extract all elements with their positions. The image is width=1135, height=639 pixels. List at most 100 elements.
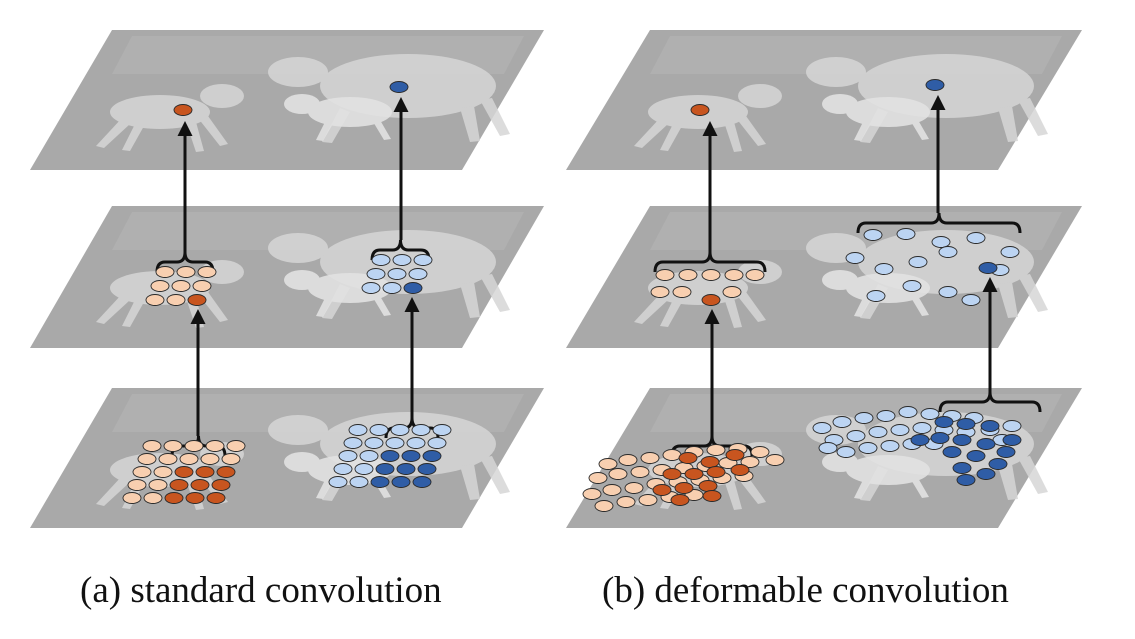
bottom-sample-blue xyxy=(350,477,368,488)
mid-sample-blue xyxy=(414,255,432,266)
bottom-sample-blue xyxy=(869,427,887,438)
feature-plane-deformable-top xyxy=(566,30,1082,170)
bottom-sample-blue xyxy=(344,438,362,449)
bottom-sample-blue xyxy=(386,438,404,449)
bottom-sample-blue xyxy=(391,425,409,436)
bottom-sample-blue xyxy=(899,407,917,418)
bottom-sample-orange xyxy=(123,493,141,504)
bottom-sample-blue xyxy=(370,425,388,436)
bottom-sample-orange xyxy=(603,485,621,496)
small-lamb-head xyxy=(284,94,320,114)
bottom-sample-blue xyxy=(349,425,367,436)
bottom-sample-blue xyxy=(957,475,975,486)
sheep-head xyxy=(268,415,328,445)
mid-sample-blue xyxy=(388,269,406,280)
bottom-sample-orange xyxy=(701,457,719,468)
bottom-sample-orange xyxy=(143,441,161,452)
bottom-sample-blue xyxy=(981,421,999,432)
mid-sample-orange xyxy=(193,281,211,292)
bottom-sample-orange xyxy=(641,453,659,464)
bottom-sample-blue xyxy=(931,433,949,444)
bottom-sample-blue xyxy=(813,423,831,434)
bottom-sample-blue xyxy=(953,463,971,474)
bottom-sample-blue xyxy=(833,417,851,428)
mid-sample-orange xyxy=(167,295,185,306)
bottom-sample-orange xyxy=(663,469,681,480)
bottom-sample-blue xyxy=(837,447,855,458)
mid-sample-orange xyxy=(156,267,174,278)
bottom-sample-blue xyxy=(381,451,399,462)
caption-standard-convolution: (a) standard convolution xyxy=(80,568,442,614)
bottom-sample-blue xyxy=(413,477,431,488)
bottom-sample-blue xyxy=(819,443,837,454)
mid-sample-orange xyxy=(198,267,216,278)
bottom-sample-orange xyxy=(128,480,146,491)
bottom-sample-blue xyxy=(334,464,352,475)
mid-sample-blue xyxy=(875,264,893,275)
bottom-sample-orange xyxy=(206,441,224,452)
bottom-sample-orange xyxy=(164,441,182,452)
bottom-sample-orange xyxy=(217,467,235,478)
bottom-sample-blue xyxy=(935,417,953,428)
bottom-sample-blue xyxy=(847,431,865,442)
bottom-sample-blue xyxy=(997,447,1015,458)
bottom-sample-orange xyxy=(595,501,613,512)
mid-sample-blue xyxy=(939,287,957,298)
bottom-sample-orange xyxy=(726,450,744,461)
small-lamb-head xyxy=(284,270,320,290)
bottom-sample-blue xyxy=(911,435,929,446)
bottom-sample-blue xyxy=(957,419,975,430)
small-lamb-head xyxy=(822,94,858,114)
bottom-sample-blue xyxy=(977,469,995,480)
output-unit-orange xyxy=(691,105,709,116)
mid-sample-blue xyxy=(846,253,864,264)
bottom-sample-blue xyxy=(371,477,389,488)
small-lamb-head xyxy=(284,452,320,472)
bottom-sample-orange xyxy=(766,455,784,466)
bottom-sample-blue xyxy=(881,441,899,452)
mid-sample-orange xyxy=(146,295,164,306)
bottom-sample-orange xyxy=(144,493,162,504)
mid-sample-orange xyxy=(172,281,190,292)
bottom-sample-blue xyxy=(402,451,420,462)
bottom-sample-orange xyxy=(201,454,219,465)
bottom-sample-orange xyxy=(170,480,188,491)
bottom-sample-orange xyxy=(159,454,177,465)
mid-sample-orange xyxy=(723,287,741,298)
mid-sample-blue xyxy=(1001,247,1019,258)
bottom-sample-orange xyxy=(609,469,627,480)
bottom-sample-orange xyxy=(207,493,225,504)
mid-sample-orange xyxy=(746,270,764,281)
bottom-sample-blue xyxy=(428,438,446,449)
bottom-sample-blue xyxy=(989,459,1007,470)
bottom-sample-orange xyxy=(138,454,156,465)
mid-sample-blue xyxy=(932,237,950,248)
bottom-sample-blue xyxy=(1003,435,1021,446)
output-unit-orange xyxy=(174,105,192,116)
bottom-sample-blue xyxy=(365,438,383,449)
bottom-sample-blue xyxy=(859,443,877,454)
mid-sample-orange xyxy=(151,281,169,292)
bottom-sample-orange xyxy=(154,467,172,478)
bottom-sample-orange xyxy=(617,497,635,508)
mid-sample-orange xyxy=(702,270,720,281)
mid-sample-blue xyxy=(864,230,882,241)
mid-sample-orange xyxy=(673,287,691,298)
bottom-sample-orange xyxy=(196,467,214,478)
bottom-sample-blue xyxy=(855,413,873,424)
mid-sample-blue xyxy=(404,283,422,294)
sheep-head xyxy=(268,233,328,263)
bottom-sample-blue xyxy=(418,464,436,475)
bottom-sample-blue xyxy=(891,425,909,436)
bottom-sample-orange xyxy=(703,491,721,502)
feature-plane-standard-bottom xyxy=(30,388,544,528)
bottom-sample-orange xyxy=(707,467,725,478)
output-unit-blue xyxy=(390,82,408,93)
feature-plane-deformable-middle xyxy=(566,206,1082,348)
feature-plane-standard-top xyxy=(30,30,544,170)
bottom-sample-blue xyxy=(967,451,985,462)
bottom-sample-orange xyxy=(165,493,183,504)
bottom-sample-orange xyxy=(589,473,607,484)
bottom-sample-blue xyxy=(943,447,961,458)
